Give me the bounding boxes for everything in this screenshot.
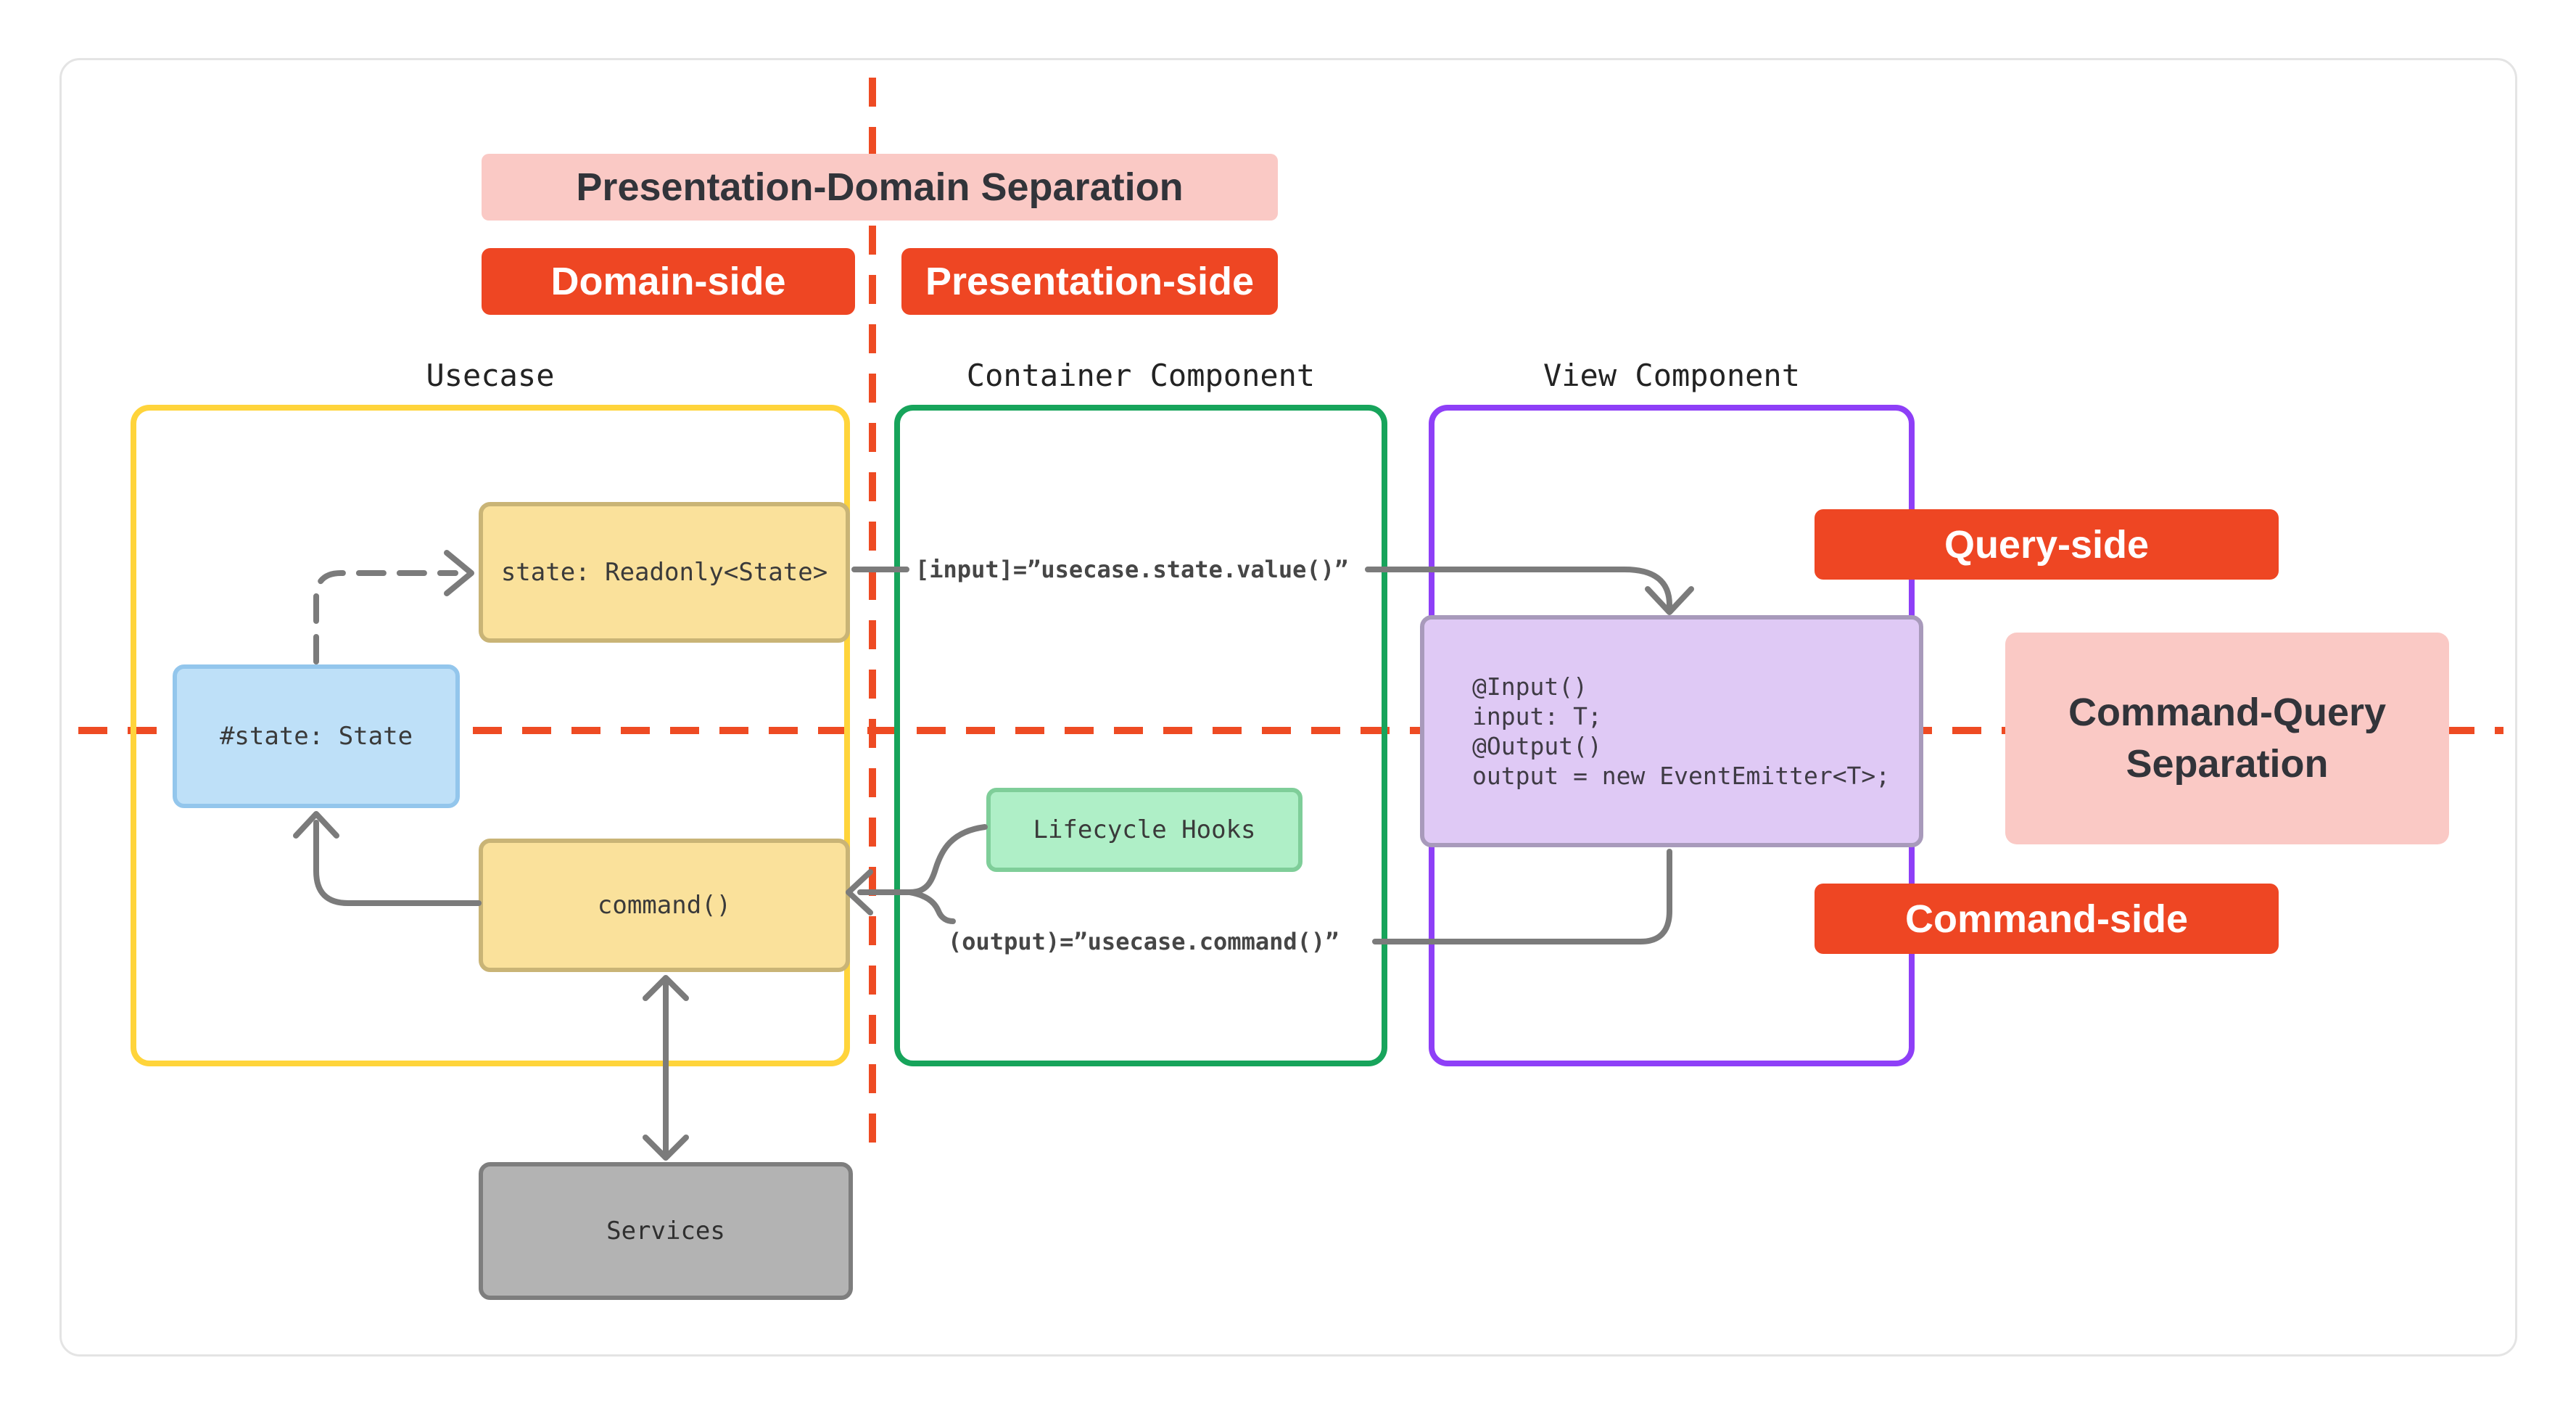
code-line-input-decorator: @Input(): [1472, 672, 1588, 701]
command-box: command(): [479, 839, 850, 972]
cqs-line-2: Separation: [2126, 742, 2329, 786]
command-query-separation-box: Command-Query Separation: [2005, 633, 2449, 844]
code-line-input-field: input: T;: [1472, 702, 1602, 730]
cqs-line-1: Command-Query: [2068, 691, 2387, 734]
domain-side-label: Domain-side: [482, 248, 855, 315]
io-code-box: @Input() input: T; @Output() output = ne…: [1420, 615, 1923, 847]
usecase-title: Usecase: [426, 357, 555, 393]
lifecycle-hooks-box: Lifecycle Hooks: [986, 788, 1303, 872]
private-state-box: #state: State: [173, 664, 460, 808]
code-line-output-decorator: @Output(): [1472, 732, 1602, 760]
presentation-side-label: Presentation-side: [901, 248, 1278, 315]
query-side-label: Query-side: [1815, 509, 2279, 580]
command-side-label: Command-side: [1815, 884, 2279, 954]
output-binding-text: (output)=”usecase.command()”: [948, 928, 1339, 955]
container-component-title: Container Component: [966, 357, 1316, 393]
state-readonly-box: state: Readonly<State>: [479, 502, 850, 643]
code-line-output-field: output = new EventEmitter<T>;: [1472, 762, 1891, 790]
usecase-outline-box: [131, 405, 850, 1066]
container-component-outline-box: [894, 405, 1387, 1066]
view-component-title: View Component: [1543, 357, 1800, 393]
services-box: Services: [479, 1162, 853, 1300]
presentation-domain-separation-banner: Presentation-Domain Separation: [482, 154, 1278, 221]
input-binding-text: [input]=”usecase.state.value()”: [915, 556, 1349, 583]
